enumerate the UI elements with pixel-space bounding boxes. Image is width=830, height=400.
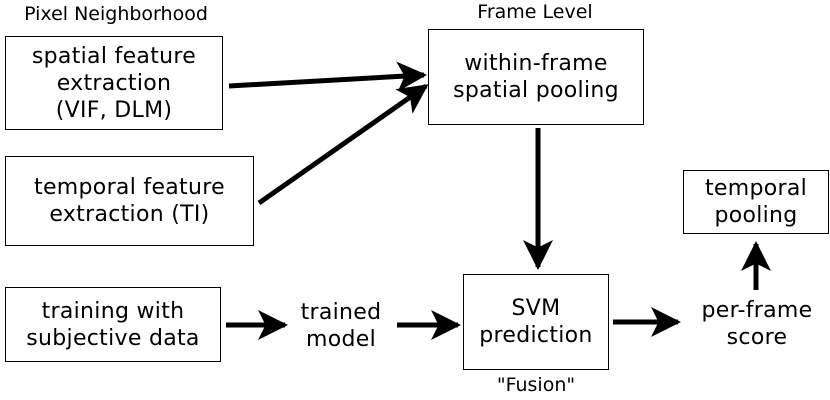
header-frame-level-text: Frame Level xyxy=(477,0,593,23)
label-per-frame-score: per-frame score xyxy=(684,294,830,354)
box-spatial-feature-extraction-text: spatial feature extraction (VIF, DLM) xyxy=(31,43,197,123)
box-temporal-feature-extraction-text: temporal feature extraction (TI) xyxy=(34,175,225,227)
arrow-spatial-to-pooling xyxy=(228,61,427,92)
header-pixel-neighborhood: Pixel Neighborhood xyxy=(0,0,232,28)
label-fusion-text: "Fusion" xyxy=(496,373,576,396)
box-spatial-feature-extraction: spatial feature extraction (VIF, DLM) xyxy=(5,36,223,130)
label-trained-model-text: trained model xyxy=(300,300,382,352)
box-temporal-feature-extraction: temporal feature extraction (TI) xyxy=(5,156,254,246)
arrow-temporal-to-pooling xyxy=(257,83,429,206)
box-within-frame-spatial-pooling: within-frame spatial pooling xyxy=(428,29,644,125)
label-trained-model: trained model xyxy=(287,296,395,356)
box-training-with-subjective-data-text: training with subjective data xyxy=(26,298,200,351)
label-per-frame-score-text: per-frame score xyxy=(701,298,813,350)
box-within-frame-spatial-pooling-text: within-frame spatial pooling xyxy=(453,51,619,103)
box-svm-prediction: SVM prediction xyxy=(463,274,609,370)
label-fusion: "Fusion" xyxy=(463,372,609,398)
header-frame-level: Frame Level xyxy=(440,0,630,25)
header-pixel-neighborhood-text: Pixel Neighborhood xyxy=(24,2,208,25)
box-temporal-pooling: temporal pooling xyxy=(683,170,829,234)
box-svm-prediction-text: SVM prediction xyxy=(479,296,593,348)
box-temporal-pooling-text: temporal pooling xyxy=(704,176,808,228)
box-training-with-subjective-data: training with subjective data xyxy=(5,287,221,362)
